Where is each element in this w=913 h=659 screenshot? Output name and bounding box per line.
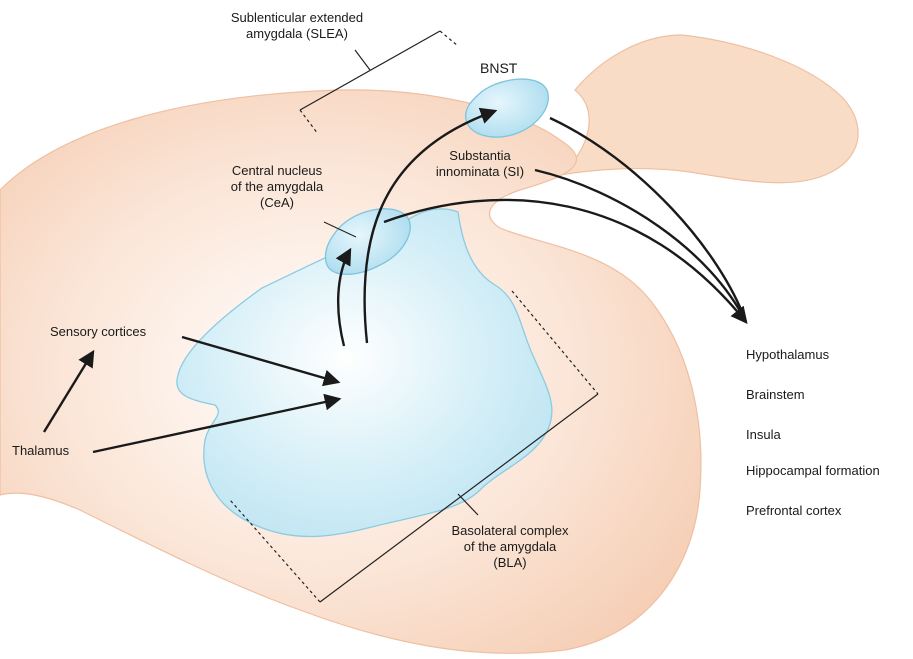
target-prefrontal-cortex: Prefrontal cortex — [746, 503, 841, 519]
target-brainstem: Brainstem — [746, 387, 805, 403]
upper-tissue-lobe — [560, 35, 858, 183]
target-hippocampal-formation: Hippocampal formation — [746, 463, 880, 479]
target-hypothalamus: Hypothalamus — [746, 347, 829, 363]
slea-label: Sublenticular extended amygdala (SLEA) — [212, 10, 382, 42]
sensory-cortices-label: Sensory cortices — [50, 324, 146, 340]
si-label: Substantia innominata (SI) — [420, 148, 540, 180]
cea-label: Central nucleus of the amygdala (CeA) — [212, 163, 342, 211]
target-insula: Insula — [746, 427, 781, 443]
bla-label: Basolateral complex of the amygdala (BLA… — [440, 523, 580, 571]
bnst-label: BNST — [480, 60, 517, 76]
thalamus-label: Thalamus — [12, 443, 69, 459]
